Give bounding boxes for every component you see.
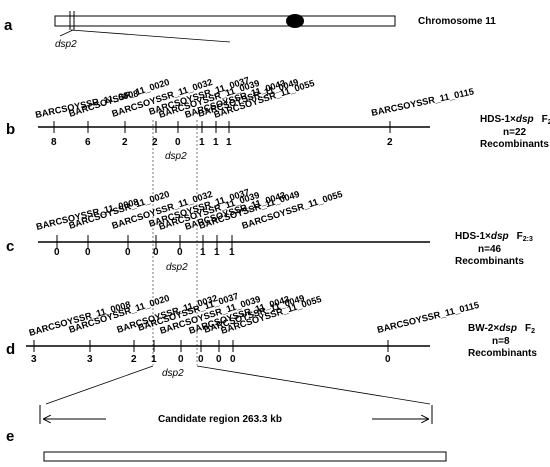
panel-d-unit: Recombinants	[468, 348, 537, 359]
recombinant-count: 2	[387, 137, 393, 148]
panel-d-letter: d	[6, 341, 15, 358]
zoom-line-right	[70, 29, 231, 43]
recombinant-count: 0	[125, 247, 131, 258]
recombinant-count: 3	[87, 354, 93, 365]
panel-c-gene-label: dsp2	[166, 262, 188, 273]
panel-c-n: n=46	[478, 244, 502, 255]
marker-label: BARCSOYSSR_11_0115	[376, 300, 480, 335]
zoom-line-right	[196, 365, 431, 405]
tick	[53, 121, 391, 133]
recombinant-count: 1	[200, 247, 206, 258]
recombinant-count: 0	[54, 247, 60, 258]
panel-e: e Candidate region 263.3 kb	[6, 405, 447, 462]
panel-c: c BARCSOYSSR_11_0008 BARCSOYSSR_11_0020 …	[6, 187, 533, 273]
marker-label: BARCSOYSSR_11_0115	[370, 86, 474, 118]
zoom-line-left	[59, 29, 74, 37]
panel-a: a Chromosome 11 dsp2	[4, 11, 496, 50]
recombinant-count: 0	[385, 354, 391, 365]
tick	[33, 340, 389, 352]
recombinant-count: 0	[178, 354, 184, 365]
panel-e-letter: e	[6, 428, 14, 445]
panel-a-letter: a	[4, 17, 13, 34]
chromosome-label: Chromosome 11	[418, 16, 496, 27]
zoom-line-left	[45, 365, 154, 405]
recombinant-count: 0	[216, 354, 222, 365]
panel-d: d BARCSOYSSR_11_0008 BARCSOYSSR_11_0020 …	[6, 291, 537, 379]
recombinant-count: 2	[152, 137, 158, 148]
recombinant-count: 1	[199, 137, 205, 148]
candidate-region-label: Candidate region 263.3 kb	[158, 414, 282, 425]
recombinant-count: 3	[31, 354, 37, 365]
interval-guides	[152, 120, 198, 365]
candidate-region-bar	[43, 451, 447, 462]
tick	[56, 235, 233, 249]
recombinant-count: 1	[213, 137, 219, 148]
panel-d-n: n=8	[492, 336, 510, 347]
centromere	[286, 14, 304, 28]
panel-b-letter: b	[6, 121, 15, 138]
recombinant-count: 1	[226, 137, 232, 148]
recombinant-count: 1	[229, 247, 235, 258]
recombinant-count: 0	[85, 247, 91, 258]
recombinant-count: 8	[51, 137, 57, 148]
panel-d-gene-label: dsp2	[162, 368, 184, 379]
recombinant-count: 2	[122, 137, 128, 148]
panel-b-unit: Recombinants	[480, 139, 549, 150]
panel-b-gene-label: dsp2	[165, 151, 187, 162]
recombinant-count: 6	[85, 137, 91, 148]
recombinant-count: 1	[214, 247, 220, 258]
recombinant-count: 0	[230, 354, 236, 365]
recombinant-count: 0	[198, 354, 204, 365]
zoom-lines-e	[45, 365, 431, 405]
recombinant-count: 1	[151, 354, 157, 365]
recombinant-count: 0	[153, 247, 159, 258]
panel-b: b BARCSOYSSR_11_0008 BARCSOYSSR_11_0020 …	[6, 75, 550, 162]
recombinant-count: 0	[177, 247, 183, 258]
panel-a-gene-label: dsp2	[55, 39, 77, 50]
chromosome-bar	[54, 15, 396, 27]
recombinant-count: 0	[175, 137, 181, 148]
panel-c-unit: Recombinants	[455, 256, 524, 267]
recombinant-count: 2	[131, 354, 137, 365]
panel-b-n: n=22	[503, 127, 527, 138]
panel-c-letter: c	[6, 238, 14, 255]
